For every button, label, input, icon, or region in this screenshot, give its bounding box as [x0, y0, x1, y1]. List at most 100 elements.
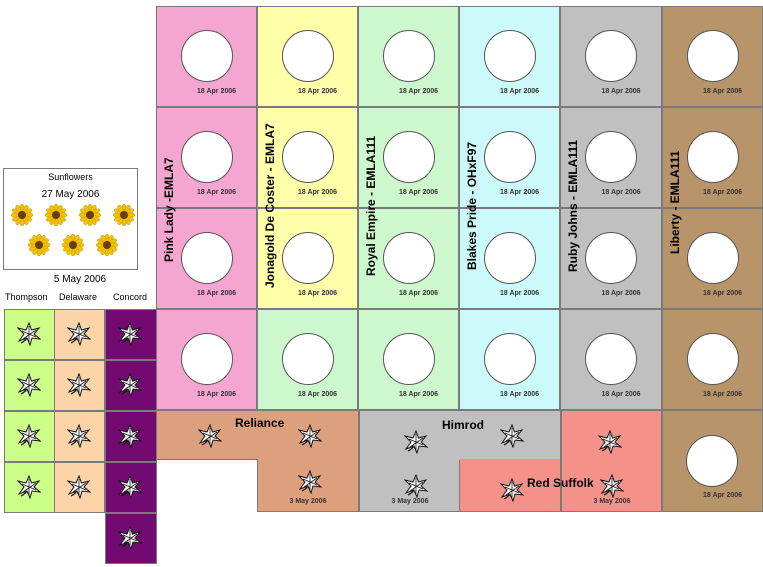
apple-tree-circle	[483, 333, 536, 385]
grape-vine-icon	[16, 372, 42, 398]
apple-tree-circle	[686, 131, 739, 183]
grape-vine-icon	[117, 423, 143, 449]
grape-vine-icon	[597, 429, 623, 455]
apple-tree-circle	[686, 30, 739, 82]
tree-planting-date: 18 Apr 2006	[601, 88, 641, 95]
grape-vine-icon	[66, 372, 92, 398]
apple-tree-circle	[483, 131, 536, 183]
tree-planting-date: 18 Apr 2006	[702, 88, 743, 95]
grape-planting-date: 3 May 2006	[391, 498, 429, 505]
grape-vine-icon	[117, 474, 143, 500]
apple-tree-circle	[382, 232, 435, 284]
tree-planting-date: 18 Apr 2006	[398, 391, 439, 398]
grape-planting-date: 3 May 2006	[593, 498, 631, 505]
grape-vine-icon	[403, 429, 429, 455]
tree-planting-date: 18 Apr 2006	[398, 88, 439, 95]
apple-tree-circle	[686, 232, 739, 284]
apple-tree-circle	[382, 131, 435, 183]
grape-plot	[105, 462, 157, 513]
tree-planting-date: 18 Apr 2006	[702, 290, 743, 297]
red-suffolk-label: Red Suffolk	[527, 476, 594, 490]
tree-planting-date: 18 Apr 2006	[702, 492, 743, 499]
grape-vine-icon	[297, 469, 323, 495]
apple-tree-circle	[585, 232, 637, 284]
apple-tree-circle	[180, 333, 233, 385]
grape-vine-icon	[117, 525, 143, 551]
tree-planting-date: 18 Apr 2006	[196, 391, 237, 398]
grape-vine-icon	[117, 372, 143, 398]
apple-tree-circle	[483, 232, 536, 284]
apple-tree-circle	[180, 131, 233, 183]
apple-variety-label: Ruby Johns - EMLA111	[566, 139, 580, 272]
sunflower-icon	[112, 203, 136, 227]
grape-vine-icon	[66, 474, 92, 500]
grape-vine-icon	[16, 321, 42, 347]
apple-tree-circle	[281, 131, 334, 183]
sunflower-icon	[61, 233, 85, 257]
apple-variety-label: Blakes Pride - OHxF97	[465, 141, 479, 270]
sunflower-date: 27 May 2006	[41, 189, 100, 200]
tree-planting-date: 18 Apr 2006	[499, 189, 540, 196]
tree-planting-date: 18 Apr 2006	[499, 290, 540, 297]
plot-seam	[460, 459, 560, 461]
grape-vine-icon	[297, 423, 323, 449]
apple-variety-label: Liberty - EMLA111	[668, 150, 682, 254]
grape-vine-icon	[599, 473, 625, 499]
apple-tree-circle	[281, 30, 334, 82]
grape-vine-icon	[197, 423, 223, 449]
sunflower-icon	[44, 203, 68, 227]
tree-planting-date: 18 Apr 2006	[297, 189, 338, 196]
apple-tree-circle	[686, 435, 738, 487]
tree-planting-date: 18 Apr 2006	[601, 189, 641, 196]
apple-variety-label: Jonagold De Coster - EMLA7	[263, 123, 277, 288]
grape-vine-icon	[499, 477, 525, 503]
tree-planting-date: 18 Apr 2006	[702, 391, 743, 398]
tree-planting-date: 18 Apr 2006	[702, 189, 743, 196]
apple-tree-circle	[483, 30, 536, 82]
tree-planting-date: 18 Apr 2006	[601, 290, 641, 297]
grape-vine-icon	[117, 321, 143, 347]
tree-planting-date: 18 Apr 2006	[398, 189, 439, 196]
apple-plot	[156, 107, 257, 208]
tree-planting-date: 18 Apr 2006	[297, 88, 338, 95]
apple-tree-circle	[281, 333, 334, 385]
himrod-label: Himrod	[442, 418, 484, 432]
apple-tree-circle	[686, 333, 739, 385]
apple-plot	[560, 208, 662, 309]
sunflower-icon	[27, 233, 51, 257]
apple-tree-circle	[382, 30, 435, 82]
reliance-label: Reliance	[235, 416, 285, 430]
red-suffolk-plot-right	[561, 410, 662, 512]
plot-seam	[258, 458, 358, 461]
tree-planting-date: 18 Apr 2006	[196, 88, 237, 95]
apple-tree-circle	[585, 30, 637, 82]
grape-vine-icon	[16, 474, 42, 500]
sunflower-icon	[95, 233, 119, 257]
sunflower-icon	[10, 203, 34, 227]
tree-planting-date: 18 Apr 2006	[196, 290, 237, 297]
tree-planting-date: 18 Apr 2006	[601, 391, 641, 398]
grape-block-date: 5 May 2006	[53, 274, 107, 285]
apple-variety-label: Royal Empire - EMLA111	[364, 135, 378, 276]
sunflower-icon	[78, 203, 102, 227]
apple-tree-circle	[281, 232, 334, 284]
grape-vine-icon	[66, 321, 92, 347]
apple-tree-circle	[180, 232, 233, 284]
thompson-label: Thompson	[5, 292, 48, 302]
delaware-label: Delaware	[59, 292, 98, 302]
apple-tree-circle	[180, 30, 233, 82]
sunflower-title: Sunflowers	[48, 172, 93, 182]
grape-planting-date: 3 May 2006	[289, 498, 327, 505]
tree-planting-date: 18 Apr 2006	[398, 290, 439, 297]
tree-planting-date: 18 Apr 2006	[297, 290, 338, 297]
tree-planting-date: 18 Apr 2006	[499, 391, 540, 398]
grape-vine-icon	[66, 423, 92, 449]
tree-planting-date: 18 Apr 2006	[499, 88, 540, 95]
grape-vine-icon	[499, 423, 525, 449]
grape-vine-icon	[403, 473, 429, 499]
apple-plot	[560, 6, 662, 107]
concord-label: Concord	[113, 292, 148, 302]
apple-tree-circle	[585, 333, 637, 385]
tree-planting-date: 18 Apr 2006	[196, 189, 237, 196]
apple-tree-circle	[585, 131, 637, 183]
